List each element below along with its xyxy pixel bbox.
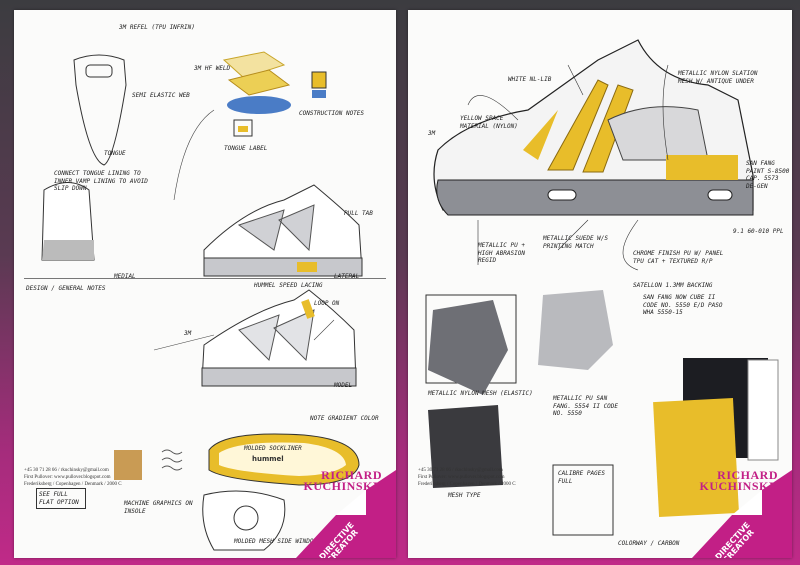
annotation: METALLIC PU SAN FANG. 5554 II CODE NO. 5…	[553, 395, 619, 417]
swatch-yellow-fabric	[653, 397, 739, 518]
annotation: CONNECT TONGUE LINING TO INNER VAMP LINI…	[54, 170, 148, 192]
contact-address: Frederiksberg / Copenhagen / Denmark / 2…	[24, 482, 122, 487]
swatch-tag	[747, 359, 779, 461]
annotation: SEMI ELASTIC WEB	[132, 92, 190, 99]
annotation: MODEL	[334, 382, 353, 389]
annotation: TONGUE LABEL	[224, 145, 268, 152]
annotation: MESH TYPE	[448, 492, 481, 499]
brand-name-line1: RICHARD	[717, 468, 778, 482]
tongue-sketch	[73, 54, 127, 166]
design-sheet-right: WHITE NL-LIB METALLIC NYLON SLATION MESH…	[408, 10, 792, 558]
contact-web: First Pullover: www.pullover.blogspot.co…	[24, 475, 111, 480]
annotation: MOLDED SOCKLINER	[244, 445, 302, 452]
yellow-layer-sketch	[222, 51, 286, 79]
blue-layer-sketch	[227, 96, 291, 114]
annotation: METALLIC SUEDE W/S PRINTING MATCH	[543, 235, 609, 250]
annotation: 3M HF WELD	[194, 65, 231, 72]
annotation: LOOP ON	[314, 300, 340, 307]
annotation: PULL TAB	[344, 210, 373, 217]
brand-name-line2: KUCHINSKY	[699, 479, 778, 493]
annotation: METALLIC NYLON MESH (ELASTIC)	[428, 390, 533, 397]
brand-corner-graphic	[692, 470, 792, 558]
annotation: LATERAL	[334, 273, 360, 280]
annotation-heading: DESIGN / GENERAL NOTES	[26, 285, 106, 292]
annotation: WHITE NL-LIB	[508, 76, 552, 83]
design-sheet-left: 3M REFEL (TPU INFRIN) 3M HF WELD SEMI EL…	[14, 10, 396, 558]
contact-address: Frederiksberg / Copenhagen / Denmark / 2…	[418, 482, 516, 487]
annotation: SAN FANG PAINT S-8500 CAP. 5573 DE-GEN	[746, 160, 790, 190]
swatch-metallic-mesh	[428, 300, 508, 395]
annotation: CHROME FINISH PU W/ PANEL TPU CAT + TEXT…	[633, 250, 724, 265]
yellow-chevron	[547, 79, 634, 173]
brand-corner-graphic	[296, 470, 396, 558]
annotation: YELLOW SPACE MATERIAL (NYLON)	[460, 115, 518, 130]
annotation: METALLIC PU + HIGH ABRASION REGID	[478, 242, 525, 264]
annotation: SATELLON 1.3MM BACKING	[633, 282, 713, 289]
insole-brand-logo: hummel	[252, 455, 284, 463]
brand-name-line1: RICHARD	[321, 468, 382, 482]
shoe-midsole	[436, 179, 754, 216]
contact-info: +45 30 71 28 66 / rkuchinsky@gmail.com F…	[24, 467, 122, 488]
sketch-drawings-right	[425, 39, 779, 536]
annotation-box: SEE FULL FLAT OPTION	[36, 488, 86, 509]
mesh-window	[607, 106, 709, 161]
annotation: CALIBRE PAGES FULL	[558, 470, 605, 485]
divider	[24, 278, 386, 279]
shoe-side-sketch-2	[201, 289, 357, 383]
annotation: METALLIC NYLON SLATION MESH W/ ANTIQUE U…	[678, 70, 758, 85]
contact-info: +45 30 71 28 66 / rkuchinsky@gmail.com F…	[418, 467, 516, 488]
annotation: HUMMEL SPEED LACING	[254, 282, 323, 289]
sketch-drawings-left	[41, 51, 363, 551]
annotation: MACHINE GRAPHICS ON INSOLE	[124, 500, 193, 515]
annotation: 3M	[184, 330, 192, 337]
contact-phone-email: +45 30 71 28 66 / rkuchinsky@gmail.com	[24, 468, 109, 473]
annotation: 3M	[428, 130, 436, 137]
annotation: TONGUE	[104, 150, 126, 157]
outsole-sketch	[202, 490, 286, 551]
annotation: CONSTRUCTION NOTES	[299, 110, 365, 117]
annotation: MOLDED MESH SIDE WINDOW	[234, 538, 318, 545]
swatch-metallic-suede	[538, 290, 613, 370]
annotation: MEDIAL	[114, 273, 136, 280]
annotation: COLORWAY / CARBON	[618, 540, 680, 547]
shoe-side-sketch-1	[203, 184, 363, 273]
heel-panel	[666, 155, 738, 180]
annotation: NOTE GRADIENT COLOR	[310, 415, 379, 422]
brand-name-line2: KUCHINSKY	[303, 479, 382, 493]
contact-phone-email: +45 30 71 28 66 / rkuchinsky@gmail.com	[418, 468, 503, 473]
mesh-swatch	[114, 450, 142, 480]
swatch-elastic-mesh	[428, 405, 503, 488]
annotation: 3M REFEL (TPU INFRIN)	[119, 24, 195, 31]
annotation: 9.1 60-010 PPL	[733, 228, 784, 235]
annotation: SAN FANG NOW CUBE II CODE NO. 5550 E/D P…	[643, 294, 723, 316]
contact-web: First Pullover: www.pullover.blogspot.co…	[418, 475, 505, 480]
